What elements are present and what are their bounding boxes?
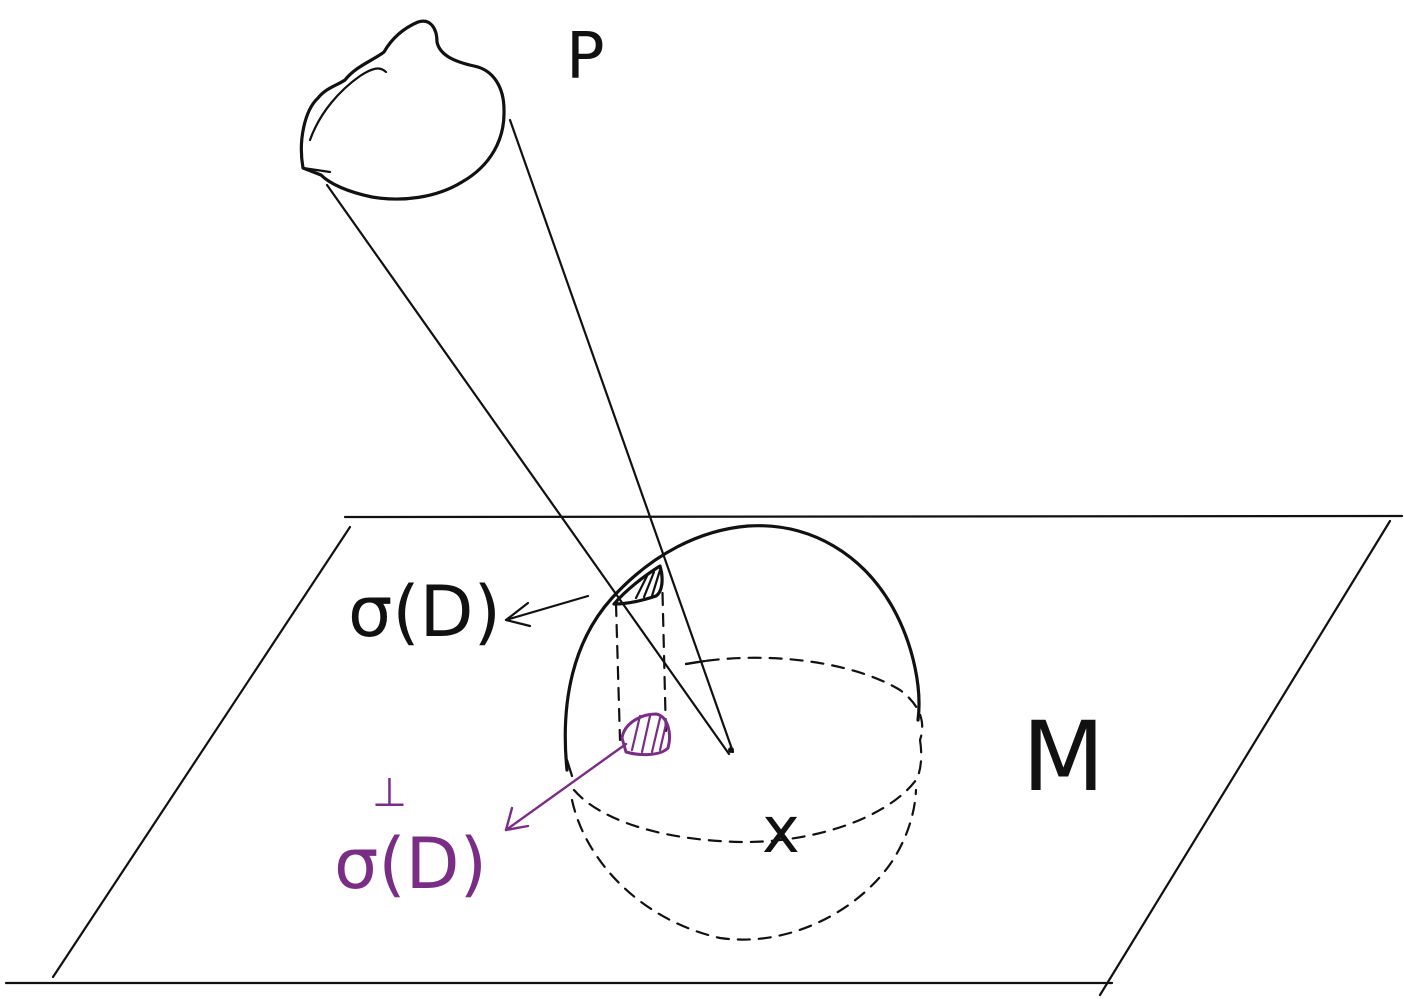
equator-solid-start <box>684 659 707 666</box>
sigma-d-hatch-2 <box>642 570 656 599</box>
label-x: x <box>762 794 800 868</box>
plane-m <box>4 514 1404 997</box>
sigma-d-patch <box>612 564 664 606</box>
projection-line-right <box>660 570 668 738</box>
sigma-perp-hatch-2 <box>640 714 652 754</box>
label-m: M <box>1022 701 1105 813</box>
blob-p-inner-stroke <box>308 67 388 142</box>
dashed-equator-front <box>572 738 923 844</box>
plane-left-edge <box>51 525 352 979</box>
cone-line-left <box>325 183 731 756</box>
plane-top-edge <box>343 514 1404 519</box>
sigma-perp-patch-outline <box>620 712 671 757</box>
sigma-perp-hatch-4 <box>658 722 668 752</box>
sigma-perp-arrow <box>504 742 628 832</box>
sigma-d-hatch-1 <box>634 572 650 600</box>
blob-p <box>299 19 506 201</box>
sigma-perp-patch <box>620 712 671 757</box>
sigma-perp-hatch-3 <box>650 716 662 754</box>
sigma-d-arrow <box>504 594 590 628</box>
sigma-perp-arrow-shaft <box>504 742 628 832</box>
blob-p-tail <box>301 166 332 174</box>
sigma-d-hatch-3 <box>650 568 662 598</box>
dashed-equator-back <box>684 656 924 742</box>
label-p: P <box>566 20 605 94</box>
cone-line-right <box>508 118 735 754</box>
label-sigma-perp-d: σ(D) <box>334 823 487 905</box>
label-sigma-d: σ(D) <box>348 571 501 653</box>
dashed-lower-half <box>570 788 918 941</box>
sigma-d-arrow-head <box>504 601 532 628</box>
projection-line-left <box>614 602 622 742</box>
sigma-d-patch-outline <box>612 564 664 606</box>
point-x <box>728 747 734 753</box>
sigma-d-arrow-shaft <box>504 594 590 622</box>
sigma-perp-hatch-1 <box>630 714 642 752</box>
sigma-perp-arrow-head <box>504 806 530 832</box>
hemisphere-arc <box>563 524 921 772</box>
label-sigma-perp-bar: ⊥ <box>372 770 407 816</box>
plane-right-edge <box>1098 519 1392 997</box>
hemisphere-left-foot <box>565 758 574 778</box>
